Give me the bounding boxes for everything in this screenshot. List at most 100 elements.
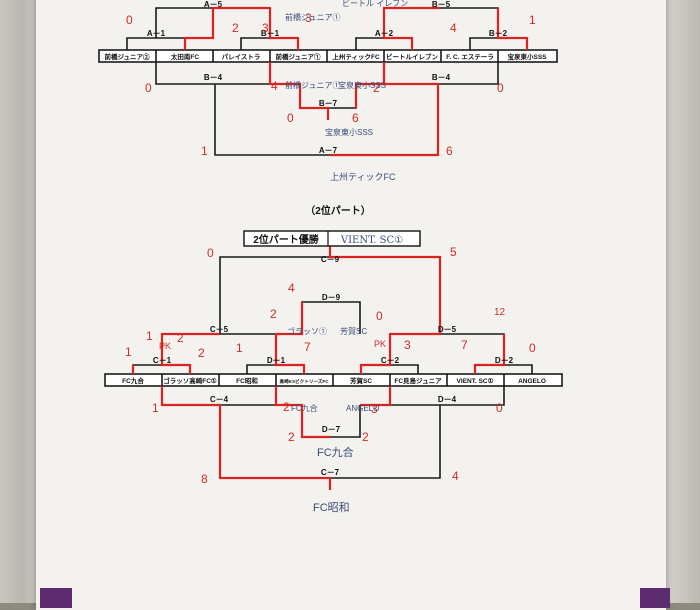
match-label-b2: B－2 (489, 29, 508, 38)
bottom-team-2: ゴラッソ高崎FC① (163, 376, 217, 385)
hand-winner-d7-left: FC九合 (291, 403, 318, 413)
top-team-8: 宝泉東小SSS (507, 52, 547, 61)
hand-score: 7 (461, 338, 468, 352)
match-label-c4: C－4 (210, 395, 229, 404)
bottom-team-1: FC九合 (122, 376, 144, 385)
match-label-a1: A－1 (147, 29, 166, 38)
match-label-a4: B－4 (204, 73, 223, 82)
match-label-d7: D－7 (322, 425, 341, 434)
hand-score: 1 (201, 144, 208, 158)
hand-score: 0 (529, 341, 536, 355)
hand-score: 1 (146, 329, 153, 343)
bottom-team-7: VIENT. SC① (457, 377, 494, 385)
hand-score: 0 (376, 309, 383, 323)
wall-background-right (664, 0, 700, 603)
hand-winner-d9-left: ゴラッソ① (287, 326, 327, 336)
hand-score: 0 (207, 246, 214, 260)
hand-score: 4 (452, 469, 459, 483)
hand-score: 2 (288, 430, 295, 444)
hand-winner-d7: FC九合 (317, 445, 354, 459)
top-team-6: ビートルイレブン (386, 52, 439, 61)
bracket-paper-sheet (36, 0, 666, 610)
hand-score: 6 (352, 111, 359, 125)
hand-winner-a7: 上州ティックFC (330, 172, 396, 182)
top-team-1: 前橋ジュニア② (104, 52, 150, 61)
hand-score: 4 (288, 281, 295, 295)
hand-score: 1 (152, 401, 159, 415)
bottom-bracket (104, 256, 563, 479)
part2-champion-label: 2位パート優勝 (253, 233, 320, 246)
match-label-b1: B－1 (261, 29, 280, 38)
bottom-team-5: 芳賀SC (350, 376, 372, 385)
hand-score: 2 (198, 346, 205, 360)
hand-score: 1 (529, 13, 536, 27)
hand-score: 8 (201, 472, 208, 486)
bottom-team-4: 高崎KSビクトリーズFC (279, 378, 329, 385)
top-team-5: 上州ティックFC (332, 52, 380, 61)
hand-score: 1 (236, 341, 243, 355)
top-team-2: 太田南FC (170, 52, 199, 61)
top-team-7: F. C. エステーラ (446, 53, 494, 61)
match-label-b7: B－7 (319, 99, 338, 108)
hand-score: 12 (494, 307, 506, 318)
hand-score: 2 (373, 81, 380, 95)
match-label-d1: D－1 (267, 356, 286, 365)
hand-score: 3 (305, 11, 312, 25)
bottom-team-3: FC昭和 (236, 376, 258, 385)
top-team-4: 前橋ジュニア① (275, 52, 321, 61)
hand-score: 3 (404, 338, 411, 352)
match-label-c2: C－2 (381, 356, 400, 365)
match-label-b5: B－5 (432, 0, 451, 9)
hand-score: 0 (126, 13, 133, 27)
hand-score: 7 (304, 340, 311, 354)
match-label-c1: C－1 (153, 356, 172, 365)
hand-score: 6 (446, 144, 453, 158)
match-label-d9: D－9 (322, 293, 341, 302)
hand-score: 2 (232, 21, 239, 35)
hand-score: 4 (450, 21, 457, 35)
match-label-c5: C－5 (210, 325, 229, 334)
hand-winner-c7: FC昭和 (313, 501, 350, 514)
hand-score: 0 (496, 401, 503, 415)
match-label-b4: B－4 (432, 73, 451, 82)
top-bracket (98, 7, 558, 156)
hand-winner-b7: 宝泉東小SSS (325, 127, 373, 137)
hand-winner-b5: ビートル イレブン (342, 0, 408, 8)
hand-score: 0 (497, 81, 504, 95)
hand-pk-left: PK (159, 341, 171, 351)
bottom-bracket-red-traces (131, 245, 506, 490)
match-label-a7: A－7 (319, 146, 338, 155)
hand-score: 2 (270, 307, 277, 321)
hand-score: 1 (125, 345, 132, 359)
hand-score: 4 (271, 79, 278, 93)
match-label-a2: A－2 (375, 29, 394, 38)
hand-score: 3 (371, 402, 378, 416)
match-label-d5: D－5 (438, 325, 457, 334)
top-bracket-red-traces (183, 6, 529, 157)
hand-winner-d9-right: 芳賀SC (340, 326, 367, 336)
bottom-team-8: ANGELO (518, 378, 546, 385)
hand-winner-d7-right: ANGELO (346, 404, 379, 413)
hand-score: 2 (283, 400, 290, 414)
hand-score: 0 (145, 81, 152, 95)
hand-score: 2 (177, 331, 184, 345)
wall-background-left (0, 0, 38, 603)
match-label-c7: C－7 (321, 468, 340, 477)
match-label-d4: D－4 (438, 395, 457, 404)
part2-champion-box: 2位パート優勝 VIENT. SC① (243, 230, 421, 247)
hand-winner-a5: 前橋ジュニア① (285, 12, 340, 22)
top-team-3: パレイストラ (222, 52, 261, 61)
hand-winner-b7-left: 前橋ジュニア① (285, 80, 340, 90)
part2-champion-name: VIENT. SC① (340, 235, 403, 246)
hand-score: 3 (262, 21, 269, 35)
hand-winner-b7-right: 宝泉東小SSS (338, 80, 386, 90)
part2-heading: （2位パート） (305, 204, 371, 217)
match-label-d2: D－2 (495, 356, 514, 365)
hand-score: 2 (362, 430, 369, 444)
match-label-a5: A－5 (204, 0, 223, 9)
bottom-team-6: FC見島ジュニア (394, 376, 442, 385)
hand-pk-right: PK (374, 339, 386, 349)
hand-score: 0 (287, 111, 294, 125)
hand-score: 5 (450, 245, 457, 259)
